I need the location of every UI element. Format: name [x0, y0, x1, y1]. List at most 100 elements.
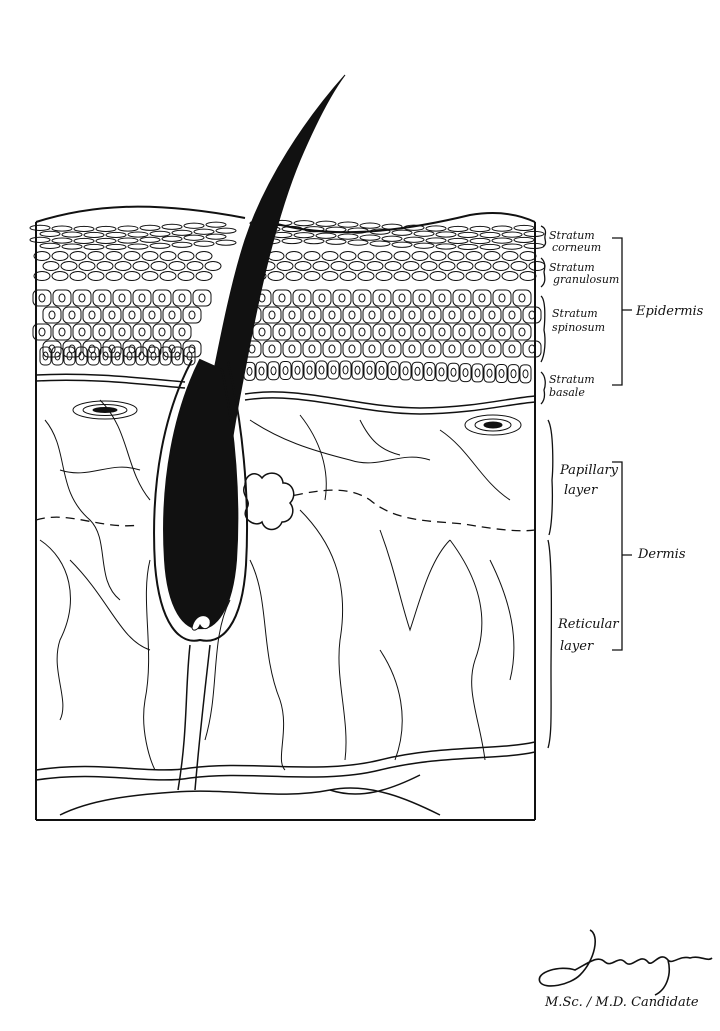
spinosum-cell — [323, 341, 341, 357]
lamellar-corpuscle-right — [465, 415, 521, 435]
corneum-cell — [172, 242, 192, 247]
spinosum-nucleus — [149, 311, 155, 319]
spinosum-nucleus — [89, 311, 95, 319]
spinosum-nucleus — [449, 311, 455, 319]
spinosum-nucleus — [469, 345, 475, 353]
corneum-cell — [338, 234, 358, 239]
corneum-cell — [150, 231, 170, 236]
basale-nucleus — [415, 367, 420, 375]
corneum-cell — [404, 237, 424, 242]
spinosum-cell — [153, 324, 171, 340]
granulosum-cell — [403, 262, 419, 271]
corneum-cell — [74, 226, 94, 231]
author-signature: M.Sc. / M.D. Candidate — [539, 930, 712, 1010]
basale-nucleus — [319, 366, 324, 374]
spinosum-cell — [193, 290, 211, 306]
spinosum-cell — [473, 324, 491, 340]
granulosum-cell — [151, 262, 167, 271]
corneum-cell — [40, 243, 60, 248]
spinosum-cell — [143, 307, 161, 323]
corneum-cell — [448, 238, 468, 243]
granulosum-cell — [88, 252, 104, 261]
corneum-cell — [96, 226, 116, 231]
basale-nucleus — [355, 366, 360, 374]
spinosum-cell — [113, 324, 131, 340]
corneum-cell — [206, 234, 226, 239]
spinosum-cell — [383, 341, 401, 357]
spinosum-nucleus — [319, 294, 325, 302]
granulosum-cell — [70, 252, 86, 261]
label-epidermis: Epidermis — [635, 304, 704, 319]
spinosum-nucleus — [179, 294, 185, 302]
corneum-cell — [338, 222, 358, 227]
spinosum-cell — [83, 307, 101, 323]
spinosum-nucleus — [309, 345, 315, 353]
basale-cell — [328, 361, 339, 379]
spinosum-nucleus — [59, 294, 65, 302]
spinosum-cell — [513, 290, 531, 306]
granulosum-cell — [412, 272, 428, 281]
corneum-cell — [172, 230, 192, 235]
spinosum-cell — [283, 341, 301, 357]
granulosum-cell — [106, 272, 122, 281]
corneum-cell — [458, 244, 478, 249]
spinosum-nucleus — [99, 328, 105, 336]
basale-cell — [496, 364, 507, 382]
basale-nucleus — [391, 367, 396, 375]
spinosum-nucleus — [79, 294, 85, 302]
spinosum-nucleus — [129, 311, 135, 319]
corneum-cell — [128, 244, 148, 249]
bracket-papillary-layer — [548, 420, 553, 535]
basale-nucleus — [523, 370, 528, 378]
spinosum-nucleus — [289, 311, 295, 319]
granulosum-cell — [457, 262, 473, 271]
spinosum-nucleus — [99, 294, 105, 302]
basale-nucleus — [439, 368, 444, 376]
basale-cell — [304, 361, 315, 379]
basale-nucleus — [379, 366, 384, 374]
basale-nucleus — [343, 366, 348, 374]
granulosum-cell — [475, 262, 491, 271]
spinosum-cell — [333, 290, 351, 306]
basale-cell — [88, 347, 99, 365]
spinosum-nucleus — [359, 328, 365, 336]
spinosum-nucleus — [429, 345, 435, 353]
corneum-cell — [370, 241, 390, 246]
basale-cell — [436, 363, 447, 381]
basale-cell — [280, 361, 291, 379]
spinosum-cell — [73, 290, 91, 306]
spinosum-nucleus — [49, 311, 55, 319]
granulosum-cell — [178, 252, 194, 261]
spinosum-cell — [393, 290, 411, 306]
corneum-cell — [514, 225, 534, 230]
corneum-cell — [162, 236, 182, 241]
corneum-cell — [360, 235, 380, 240]
corneum-cell — [184, 235, 204, 240]
spinosum-nucleus — [369, 311, 375, 319]
spinosum-cell — [363, 341, 381, 357]
corneum-cell — [62, 232, 82, 237]
basale-cell — [364, 361, 375, 379]
spinosum-cell — [53, 324, 71, 340]
spinosum-cell — [363, 307, 381, 323]
granulosum-cell — [340, 252, 356, 261]
spinosum-nucleus — [179, 328, 185, 336]
spinosum-cell — [133, 290, 151, 306]
spinosum-nucleus — [59, 328, 65, 336]
corneum-cell — [62, 244, 82, 249]
corneum-cell — [150, 243, 170, 248]
spinosum-cell — [413, 290, 431, 306]
spinosum-cell — [163, 307, 181, 323]
spinosum-nucleus — [489, 311, 495, 319]
spinosum-cell — [373, 290, 391, 306]
spinosum-nucleus — [159, 294, 165, 302]
granulosum-cell — [43, 262, 59, 271]
spinosum-cell — [273, 324, 291, 340]
spinosum-nucleus — [479, 328, 485, 336]
bracket-epidermis — [612, 238, 632, 385]
spinosum-nucleus — [79, 328, 85, 336]
corneum-cell — [392, 230, 412, 235]
spinosum-nucleus — [409, 345, 415, 353]
label-papillary-layer: Papillary layer — [559, 463, 622, 498]
spinosum-nucleus — [269, 311, 275, 319]
